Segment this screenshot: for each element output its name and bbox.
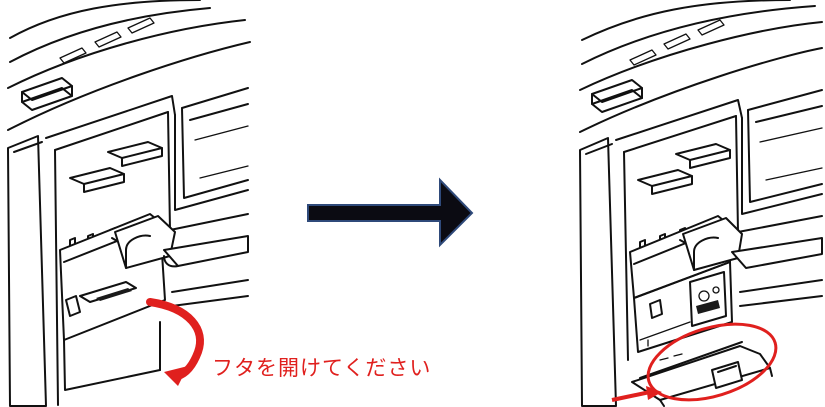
ellipse-highlight (611, 322, 778, 402)
right-arrow-icon (307, 177, 474, 248)
open-cover-instruction: フタを開けてください (212, 356, 432, 380)
device-open-illustration (579, 0, 823, 407)
curved-arrow-icon (146, 298, 204, 386)
device-closed-illustration (7, 0, 251, 407)
